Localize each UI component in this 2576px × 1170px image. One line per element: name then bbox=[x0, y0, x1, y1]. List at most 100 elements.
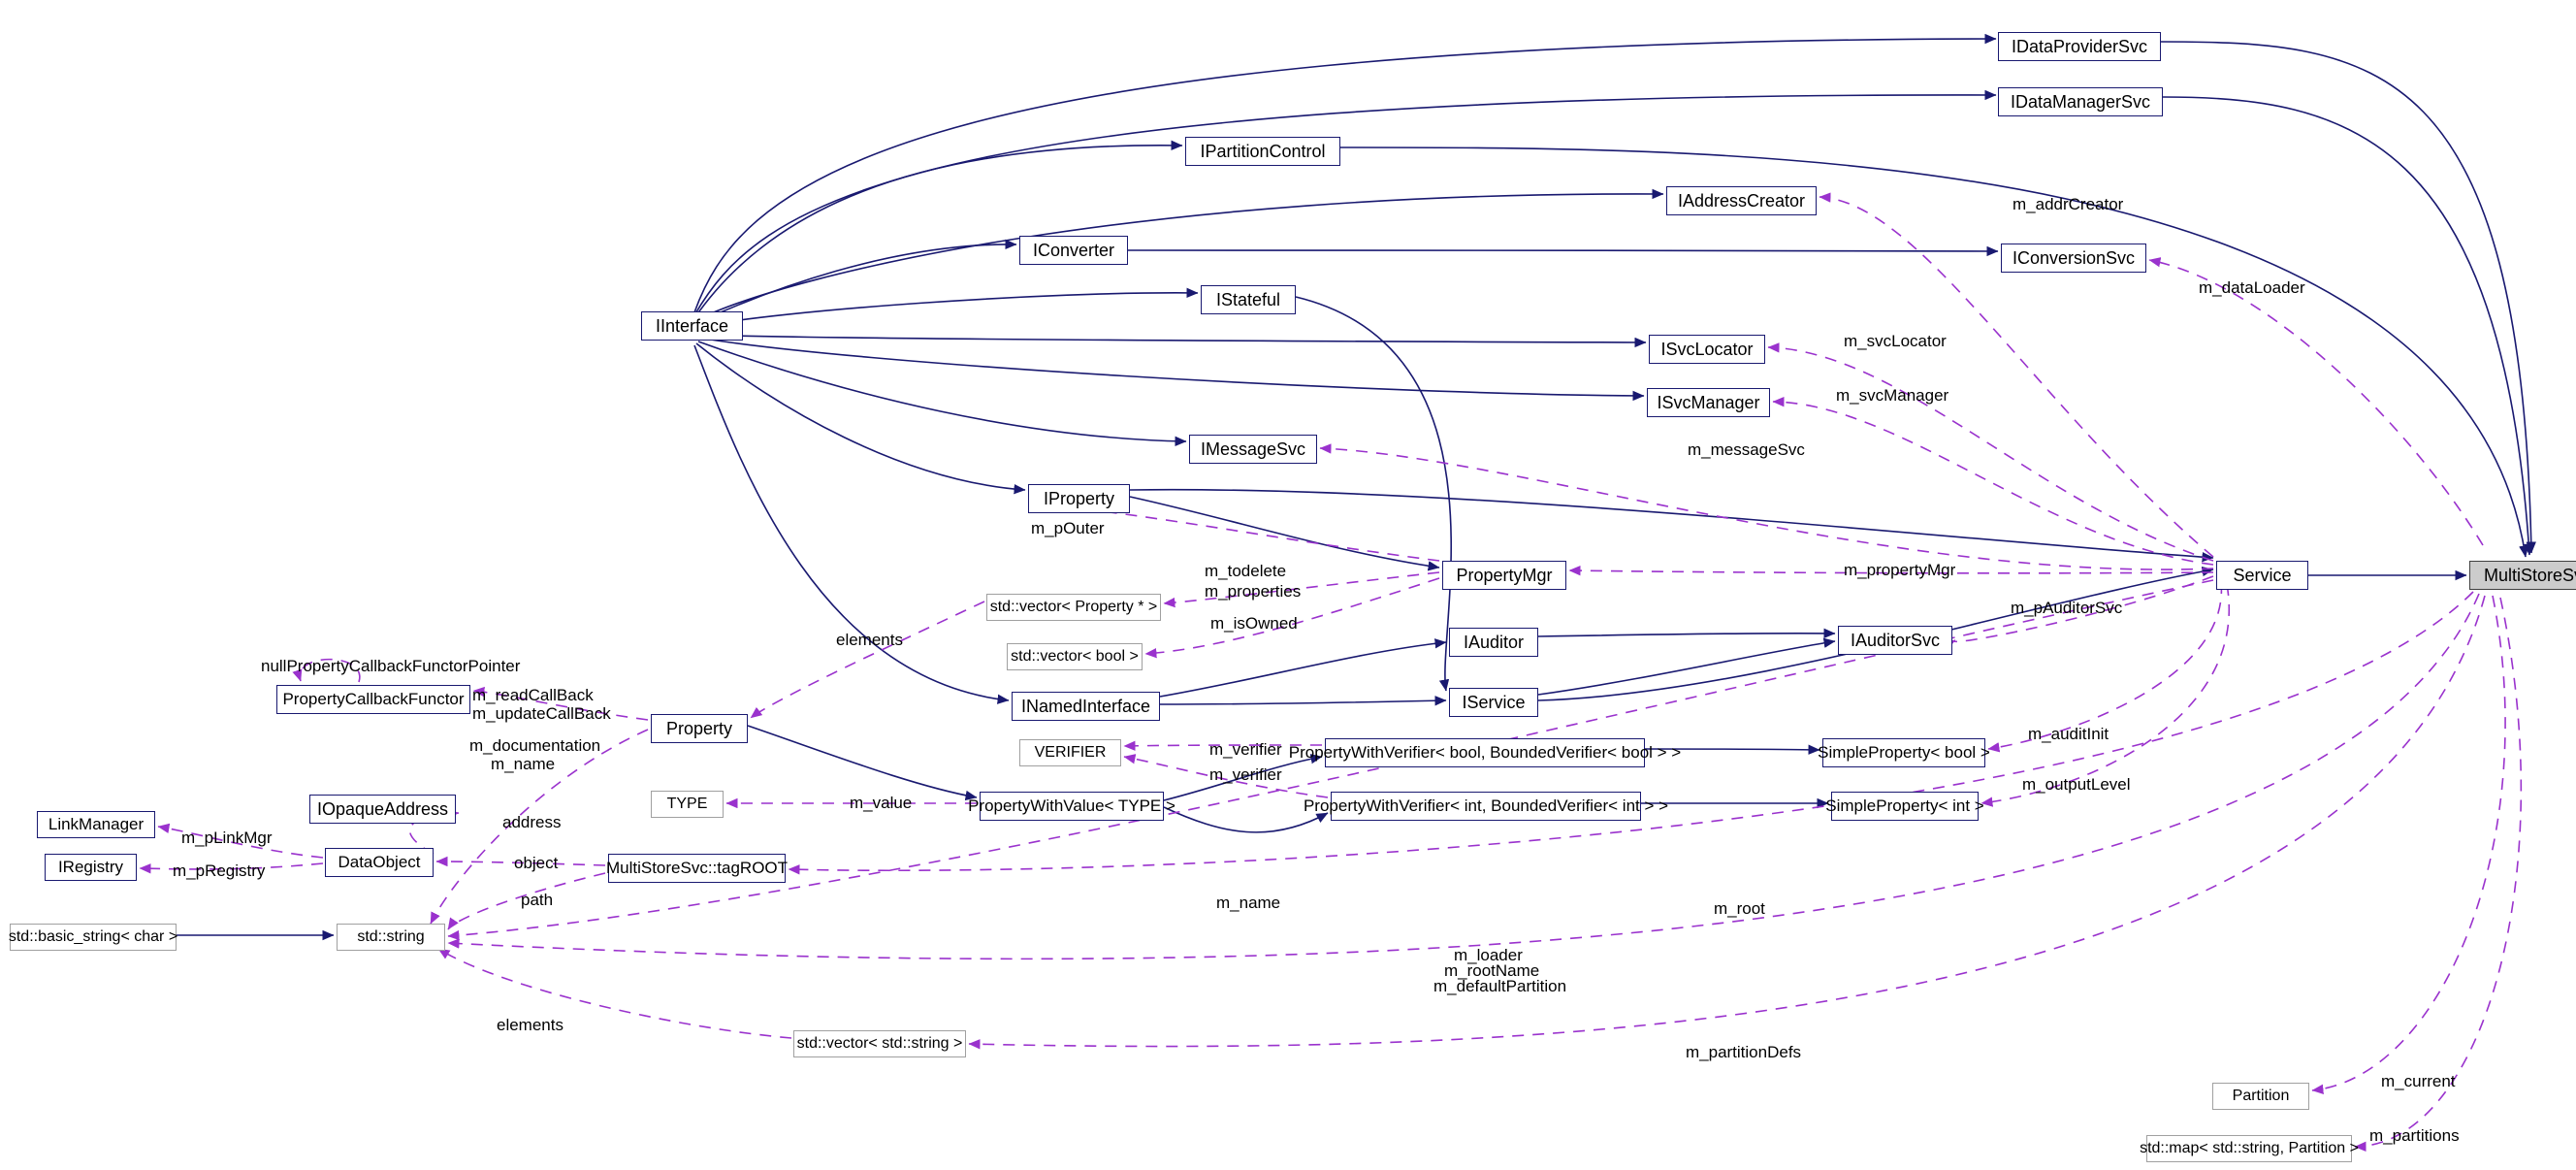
node-label: PropertyCallbackFunctor bbox=[282, 690, 465, 708]
edge-label-m-propertymgr: m_propertyMgr bbox=[1844, 561, 1956, 579]
node-isvcmanager[interactable]: ISvcManager bbox=[1647, 388, 1770, 417]
edge-label-m-isowned: m_isOwned bbox=[1210, 614, 1298, 633]
node-map-string-partition[interactable]: std::map< std::string, Partition > bbox=[2140, 1135, 2359, 1162]
node-inamedinterface[interactable]: INamedInterface bbox=[1012, 692, 1160, 721]
node-label: IAuditor bbox=[1463, 632, 1525, 652]
node-label: IAddressCreator bbox=[1677, 190, 1806, 211]
node-imessagesvc[interactable]: IMessageSvc bbox=[1189, 435, 1317, 464]
node-std-string[interactable]: std::string bbox=[337, 924, 445, 951]
edge-label-m-pouter: m_pOuter bbox=[1031, 519, 1105, 537]
node-istateful[interactable]: IStateful bbox=[1201, 285, 1296, 314]
node-iauditorsvc[interactable]: IAuditorSvc bbox=[1838, 626, 1952, 655]
node-label: std::vector< Property * > bbox=[989, 599, 1158, 615]
node-label: IService bbox=[1462, 692, 1526, 712]
node-basic-string-char[interactable]: std::basic_string< char > bbox=[9, 924, 177, 951]
edge-label-m-partitions: m_partitions bbox=[2369, 1126, 2460, 1145]
edge-label-m-loader: m_loader bbox=[1454, 946, 1523, 964]
node-iservice[interactable]: IService bbox=[1449, 688, 1538, 717]
node-idatamanagersvc[interactable]: IDataManagerSvc bbox=[1998, 87, 2163, 116]
node-label: IDataProviderSvc bbox=[2011, 36, 2148, 56]
node-isvclocator[interactable]: ISvcLocator bbox=[1649, 335, 1765, 364]
edge-label-m-name-service: m_name bbox=[1216, 894, 1281, 912]
node-propertycallbackfunctor[interactable]: PropertyCallbackFunctor bbox=[276, 685, 470, 714]
node-multistoresvc-tagroot[interactable]: MultiStoreSvc::tagROOT bbox=[606, 854, 788, 883]
node-propertywithverifier-int[interactable]: PropertyWithVerifier< int, BoundedVerifi… bbox=[1304, 792, 1668, 821]
node-vector-string[interactable]: std::vector< std::string > bbox=[793, 1030, 966, 1057]
node-verifier[interactable]: VERIFIER bbox=[1019, 739, 1121, 766]
edge-label-path: path bbox=[521, 891, 554, 909]
node-label: PropertyMgr bbox=[1456, 565, 1553, 585]
edge-label-nullpropertycallbackfunctorpointer: nullPropertyCallbackFunctorPointer bbox=[261, 657, 521, 675]
node-iopaqueaddress[interactable]: IOpaqueAddress bbox=[309, 795, 456, 824]
node-label: std::string bbox=[357, 928, 425, 945]
node-linkmanager[interactable]: LinkManager bbox=[37, 811, 155, 838]
edge-label-m-documentation: m_documentation bbox=[469, 736, 601, 755]
edge-label-address: address bbox=[502, 813, 562, 831]
node-label: ISvcLocator bbox=[1660, 339, 1754, 359]
node-label: std::vector< std::string > bbox=[796, 1035, 963, 1052]
node-label: PropertyWithVerifier< int, BoundedVerifi… bbox=[1303, 796, 1669, 815]
node-iinterface[interactable]: IInterface bbox=[641, 311, 743, 341]
node-label: IPartitionControl bbox=[1200, 141, 1326, 161]
edge-label-m-addrcreator: m_addrCreator bbox=[2012, 195, 2124, 213]
node-label: std::vector< bool > bbox=[1011, 648, 1139, 665]
node-ipartitioncontrol[interactable]: IPartitionControl bbox=[1185, 137, 1340, 166]
node-property[interactable]: Property bbox=[651, 714, 748, 743]
node-simpleproperty-bool[interactable]: SimpleProperty< bool > bbox=[1818, 738, 1990, 767]
node-label: DataObject bbox=[338, 853, 421, 871]
edge-label-m-properties: m_properties bbox=[1205, 582, 1302, 601]
node-propertywithverifier-bool[interactable]: PropertyWithVerifier< bool, BoundedVerif… bbox=[1289, 738, 1681, 767]
node-simpleproperty-int[interactable]: SimpleProperty< int > bbox=[1825, 792, 1984, 821]
node-service[interactable]: Service bbox=[2216, 561, 2308, 590]
node-label: LinkManager bbox=[48, 815, 145, 833]
node-idataprovidersvc[interactable]: IDataProviderSvc bbox=[1998, 32, 2161, 61]
node-iregistry[interactable]: IRegistry bbox=[45, 854, 137, 881]
edge-label-m-dataloader: m_dataLoader bbox=[2199, 278, 2305, 297]
node-iconverter[interactable]: IConverter bbox=[1019, 236, 1128, 265]
edge-label-m-pauditorsvc: m_pAuditorSvc bbox=[2011, 599, 2123, 617]
node-iauditor[interactable]: IAuditor bbox=[1449, 628, 1538, 657]
node-iconversionsvc[interactable]: IConversionSvc bbox=[2001, 244, 2146, 273]
edge-label-m-plinkmgr: m_pLinkMgr bbox=[181, 829, 273, 847]
edge-label-m-root: m_root bbox=[1714, 899, 1765, 918]
node-iaddresscreator[interactable]: IAddressCreator bbox=[1666, 186, 1817, 215]
node-partition[interactable]: Partition bbox=[2212, 1083, 2309, 1110]
node-vector-property-ptr[interactable]: std::vector< Property * > bbox=[986, 594, 1161, 621]
edge-label-m-todelete: m_todelete bbox=[1205, 562, 1287, 580]
edge-label-m-svcmanager: m_svcManager bbox=[1836, 386, 1949, 405]
node-label: std::map< std::string, Partition > bbox=[2140, 1140, 2359, 1156]
node-propertymgr[interactable]: PropertyMgr bbox=[1442, 561, 1566, 590]
node-label: MultiStoreSvc bbox=[2483, 565, 2576, 585]
node-propertywithvalue[interactable]: PropertyWithValue< TYPE > bbox=[968, 792, 1175, 821]
node-type[interactable]: TYPE bbox=[651, 791, 724, 818]
edge-label-elements-string: elements bbox=[497, 1016, 564, 1034]
node-label: TYPE bbox=[666, 796, 708, 812]
node-label: IInterface bbox=[655, 315, 729, 336]
node-label: IConversionSvc bbox=[2012, 247, 2136, 268]
node-iproperty[interactable]: IProperty bbox=[1028, 484, 1130, 513]
edge-label-m-partitiondefs: m_partitionDefs bbox=[1686, 1043, 1802, 1061]
edge-label-m-messagesvc: m_messageSvc bbox=[1688, 440, 1805, 459]
node-vector-bool[interactable]: std::vector< bool > bbox=[1007, 643, 1143, 670]
node-label: IRegistry bbox=[57, 858, 124, 876]
node-label: INamedInterface bbox=[1020, 696, 1151, 716]
edge-label-m-rootname: m_rootName bbox=[1444, 961, 1540, 980]
node-label: VERIFIER bbox=[1034, 744, 1107, 761]
usage-edges bbox=[139, 192, 2523, 1153]
edge-label-m-current: m_current bbox=[2381, 1072, 2456, 1090]
edge-label-elements-property: elements bbox=[836, 631, 903, 649]
edge-label-m-value: m_value bbox=[850, 794, 913, 812]
node-label: PropertyWithValue< TYPE > bbox=[968, 796, 1175, 815]
node-label: SimpleProperty< int > bbox=[1825, 796, 1984, 815]
node-label: ISvcManager bbox=[1657, 392, 1760, 412]
node-label: SimpleProperty< bool > bbox=[1818, 743, 1990, 762]
node-multistoresvc[interactable]: MultiStoreSvc bbox=[2469, 561, 2576, 590]
edge-label-m-svclocator: m_svcLocator bbox=[1844, 332, 1947, 350]
edge-label-m-verifier-int: m_verifier bbox=[1209, 765, 1282, 784]
node-label: IMessageSvc bbox=[1200, 439, 1306, 459]
node-label: PropertyWithVerifier< bool, BoundedVerif… bbox=[1288, 743, 1682, 762]
edge-label-m-updatecallback: m_updateCallBack bbox=[472, 704, 611, 723]
node-dataobject[interactable]: DataObject bbox=[325, 848, 434, 877]
node-label: IConverter bbox=[1032, 240, 1115, 260]
